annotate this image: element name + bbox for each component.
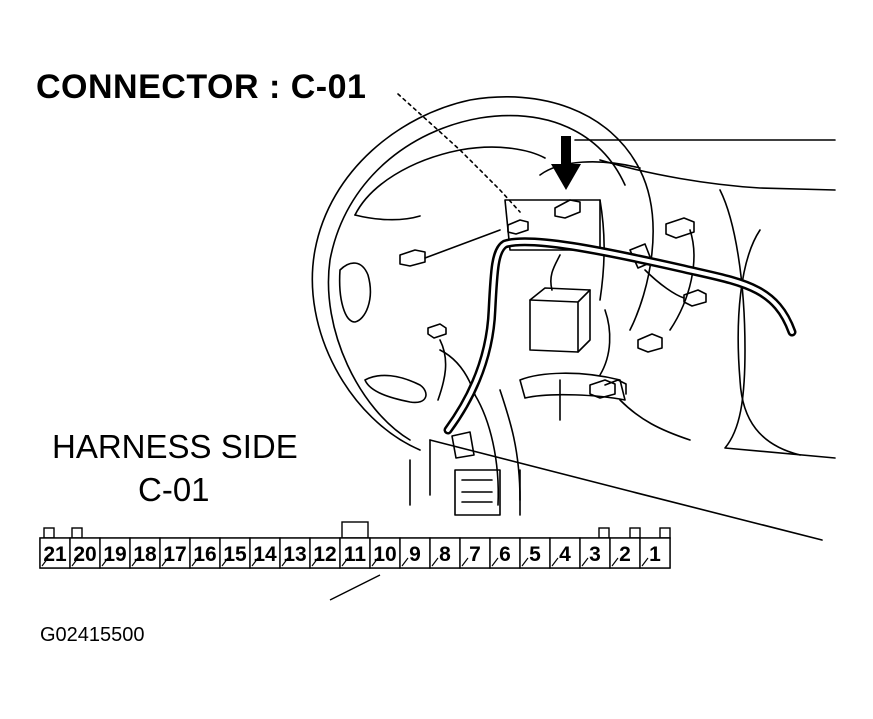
pin-16: 16 — [189, 537, 221, 569]
connector-title: CONNECTOR : C-01 — [36, 68, 367, 106]
pin-12: 12 — [309, 537, 341, 569]
pin-6: 6 — [489, 537, 521, 569]
pin-8: 8 — [429, 537, 461, 569]
pin-13: 13 — [279, 537, 311, 569]
pin-label: 3 — [589, 543, 601, 566]
pin-2: 2 — [609, 537, 641, 569]
pin-label: 2 — [619, 543, 631, 566]
pin-18: 18 — [129, 537, 161, 569]
pin-15: 15 — [219, 537, 251, 569]
pin-label: 6 — [499, 543, 511, 566]
wiring-harness — [443, 237, 797, 435]
connector-blocks — [399, 199, 707, 459]
pin-20: 20 — [69, 537, 101, 569]
pin-17: 17 — [159, 537, 191, 569]
harness-side-label: HARNESS SIDE — [52, 428, 298, 465]
pin-label: 18 — [133, 543, 157, 566]
pin-9: 9 — [399, 537, 431, 569]
harness-connector-id: C-01 — [138, 471, 210, 508]
pin-label: 12 — [313, 543, 336, 566]
pin-label: 4 — [559, 543, 571, 566]
pin-label: 19 — [103, 543, 126, 566]
pin-label: 16 — [193, 543, 216, 566]
title-leader-line — [397, 93, 521, 213]
steering-wheel-rim — [311, 96, 654, 451]
pin-label: 14 — [253, 543, 277, 566]
down-arrow-icon — [551, 136, 581, 190]
column-bracket — [454, 469, 501, 516]
pin-3: 3 — [579, 537, 611, 569]
pin-7: 7 — [459, 537, 491, 569]
pin-label: 10 — [373, 543, 396, 566]
pin-label: 9 — [409, 543, 421, 566]
pin-21: 21 — [39, 537, 71, 569]
pin-label: 5 — [529, 543, 541, 566]
pin-label: 8 — [439, 543, 451, 566]
pin-5: 5 — [519, 537, 551, 569]
pin-10: 10 — [369, 537, 401, 569]
control-unit-box — [529, 287, 591, 353]
pin-label: 13 — [283, 543, 306, 566]
pin-label: 7 — [469, 543, 481, 566]
dashboard-bottom-edge — [429, 439, 823, 541]
pin-label: 1 — [649, 543, 661, 566]
pin-label: 17 — [163, 543, 186, 566]
pin-label: 20 — [73, 543, 96, 566]
diagram-code: G02415500 — [40, 624, 145, 646]
pin-label: 15 — [223, 543, 247, 566]
steering-wheel-slot — [338, 262, 372, 323]
pin-4: 4 — [549, 537, 581, 569]
pin-11: 11 — [339, 537, 371, 569]
pin-1: 1 — [639, 537, 671, 569]
pin-19: 19 — [99, 537, 131, 569]
pin-label: 11 — [344, 543, 367, 566]
pin-label: 21 — [43, 543, 67, 566]
pin-14: 14 — [249, 537, 281, 569]
